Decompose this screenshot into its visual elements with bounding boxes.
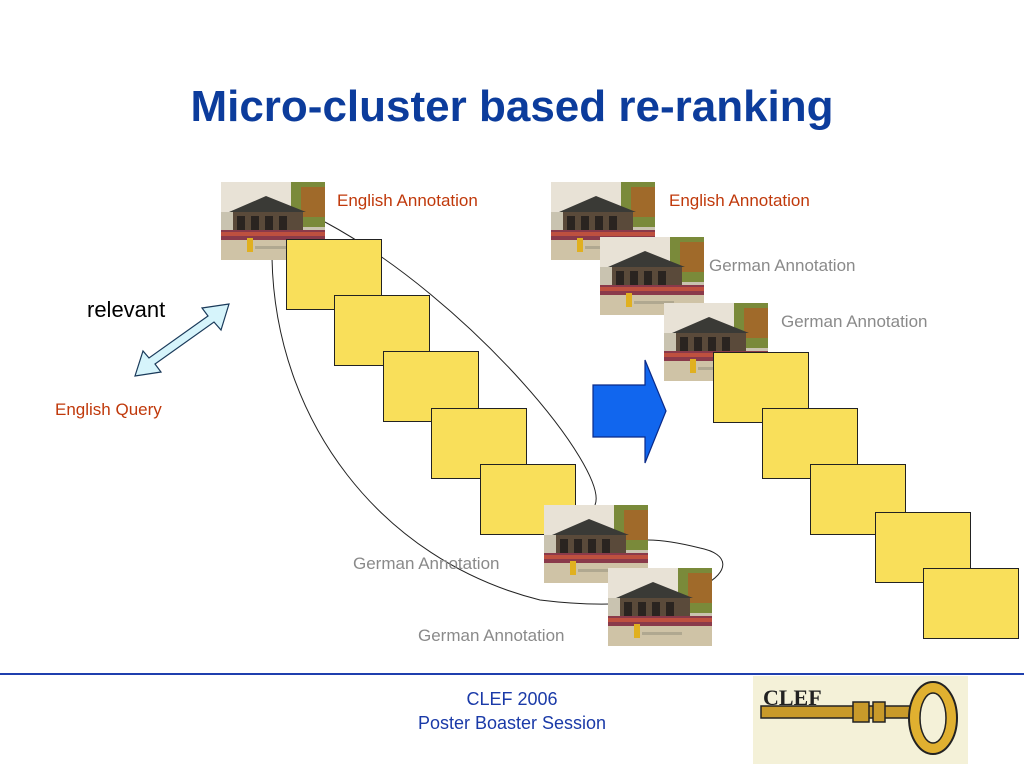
- footer-line-2: Poster Boaster Session: [417, 713, 607, 733]
- relevant-label: relevant: [87, 297, 166, 322]
- german-annotation-label: German Annotation: [781, 312, 928, 331]
- footer-line-1: CLEF 2006: [466, 689, 558, 709]
- footer: CLEF 2006 Poster Boaster Session: [0, 687, 1024, 735]
- logo-text: CLEF: [763, 685, 822, 710]
- footer-divider: [0, 673, 1024, 675]
- english-annotation-label: English Annotation: [669, 191, 810, 210]
- result-box: [923, 568, 1019, 639]
- german-annotation-label: German Annotation: [418, 626, 565, 645]
- result-box: [810, 464, 906, 535]
- german-annotation-photo[interactable]: [608, 568, 712, 646]
- english-query-label: English Query: [55, 400, 162, 419]
- german-annotation-label: German Annotation: [353, 554, 500, 573]
- english-annotation-label: English Annotation: [337, 191, 478, 210]
- german-annotation-label: German Annotation: [709, 256, 856, 275]
- result-box: [713, 352, 809, 423]
- clef-key-logo-icon: CLEF: [753, 676, 968, 764]
- slide-title: Micro-cluster based re-ranking: [190, 82, 834, 131]
